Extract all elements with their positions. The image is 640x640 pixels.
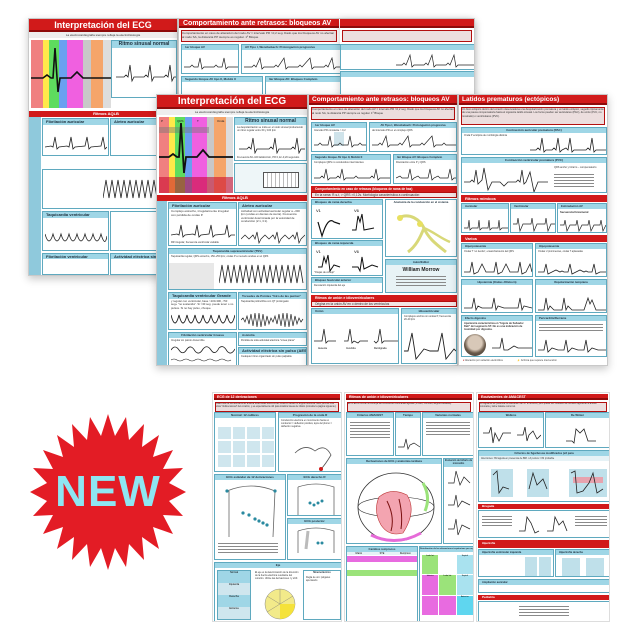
poster-back-right-ectopic xyxy=(340,18,475,98)
panel-ritmo-sinusal: Ritmo sinusal normal xyxy=(111,40,177,98)
panel-hipotermia: Hipotermia (Ondas J/Osborn) xyxy=(461,279,533,313)
wave-color-diagram: P QRS T Onda xyxy=(159,117,233,193)
panel-pediatria xyxy=(478,601,609,621)
panel-tv-grande: Taquicardia ventricular xyxy=(42,211,109,251)
panel-fib-auricular: Fibrilación auricular Complejo estrecho,… xyxy=(168,202,237,246)
poster-front-latidos: Latidos prematuros (ectópicos) Un foco e… xyxy=(458,94,608,366)
poster-bottom-equivalentes: Equivalentes de AMACEST Lo siguiente se … xyxy=(476,392,610,622)
grid-measurement xyxy=(234,163,307,193)
panel-pericarditis: Pericarditis/Derrame xyxy=(535,315,607,357)
panel-mimic-av: Estimulación AV Secuencial bicameral xyxy=(557,203,607,233)
poster-bottom-infarto: Ritmos de unión e idioventriculares En e… xyxy=(344,392,474,622)
panel-ritmo-sinusal: Ritmo sinusal normal La despolarización … xyxy=(234,117,307,161)
panel-hiperpotasemia: Hiperpotasemia Ondas T "en tienda", ensa… xyxy=(461,243,533,277)
panel-hvi: Hipertrofia ventricular izquierda xyxy=(478,549,554,577)
panel-nemotecnico: Mnemotécnico Regla de oro: pulgares apun… xyxy=(303,570,341,620)
panel-union: Unión Ausente Invertida Retrógrada xyxy=(311,308,399,364)
new-badge: NEW xyxy=(28,412,188,572)
poster-front-interpretacion: Interpretación del ECG La electrocardiog… xyxy=(156,94,308,366)
panel-idioventricular: Idioventricular Complejos anchos sin ond… xyxy=(401,308,457,364)
poster-intro: Comportamiento en caso de alteración del… xyxy=(181,30,337,42)
eje-table: Normal Izquierda Derecha Extrema xyxy=(217,570,251,620)
panel-derecho: ECG derecho R xyxy=(287,474,341,516)
hipertrofia-band: Hipertrofia xyxy=(478,540,609,548)
panel-digoxina: Efecto digoxina Apariencia característic… xyxy=(461,315,533,357)
panel-title: Ritmo sinusal normal xyxy=(112,41,176,48)
varios-band: Varios xyxy=(461,235,607,242)
panel-aleteo: Aleteo auricular Actividad con actividad… xyxy=(238,202,307,246)
panel-torsades: Torsades de Pointes "Giro de las puntas"… xyxy=(238,292,307,330)
new-label: NEW xyxy=(55,467,161,516)
panel-progresion: Progresión de la onda R Conducción eléct… xyxy=(278,412,341,472)
panel-anatomia-cardiaca: Derivaciones de ECG y anatomía cardíaca xyxy=(346,458,442,544)
poster-subtitle: La electrocardiografía siempre refleja l… xyxy=(157,109,307,115)
union-band: Ritmos de unión e idioventriculares xyxy=(311,295,457,301)
panel-aesp: Actividad eléctrica sin pulso (AESP) Cua… xyxy=(238,347,307,365)
panel-brugada xyxy=(478,510,609,538)
panel-evolucion: Evolución del infarto de miocardio xyxy=(443,458,473,544)
panel-pac: Contracción auricular prematura (PAC) On… xyxy=(461,127,607,155)
poster-title: Latidos prematuros (ectópicos) xyxy=(459,95,607,105)
panel-autor: Autor/Editor William Morrow xyxy=(385,259,457,293)
panel-asistolia: Asistolia Pérdida de toda actividad eléc… xyxy=(238,332,307,346)
panel-mimic-ventricular: Ventricular xyxy=(510,203,556,233)
poster-intro: Un foco ectópico dentro del corazón dese… xyxy=(461,107,605,125)
poster-intro: Comportamiento en caso de alteración del… xyxy=(311,107,455,120)
poster-title: Interpretación del ECG xyxy=(29,19,177,32)
panel-fib-ventricular: Fibrilación ventricular xyxy=(42,253,109,275)
starburst-icon xyxy=(30,414,186,570)
panel-hemibloqueo: Bloqueo fascicular anterior Desviación i… xyxy=(311,277,383,293)
poster-title: Comportamiento ante retrasos: bloqueos A… xyxy=(309,95,457,105)
panel-bloqueo-1: 1er bloque AV Intervalo PR constante > 0… xyxy=(311,122,367,152)
ritmos-band: Ritmos AQLB xyxy=(157,195,307,201)
panel-colocacion: ECG estándar de 12 derivaciones xyxy=(214,474,286,560)
wave-color-diagram xyxy=(31,40,111,108)
brugada-band: Brugada xyxy=(478,504,609,509)
panel-hipopotasemia: Hipopotasemia Ondas U prominentes, ondas… xyxy=(535,243,607,277)
poster-title: Interpretación del ECG xyxy=(157,95,307,109)
panel-brd: Bloqueo de rama derecha V1 V6 xyxy=(311,199,383,239)
pediatria-band: Pediatría xyxy=(478,595,609,600)
panel-wenckebach: AV Tipo I, Wenckebach: Prolongación prog… xyxy=(369,122,457,152)
panel-wellens: Wellens xyxy=(478,412,544,448)
panel-tsv: Taquicardia supraventricular (TSV) Taqui… xyxy=(168,248,307,290)
axis-wheel xyxy=(264,588,296,620)
panel-de-winter: De Winter xyxy=(545,412,609,448)
panel-eje: Eje Normal Izquierda Derecha Extrema El … xyxy=(214,562,341,621)
panel-mobitz-2: Segundo bloque AV tipo II, Mobitz II Com… xyxy=(311,154,391,184)
panel-title: Ritmo sinusal normal xyxy=(235,118,306,125)
panel-hvd: Hipertrofia derecha xyxy=(555,549,609,577)
rama-subtitle: En la rama: R-s-t, > QRS >0,12s. Morfolo… xyxy=(311,192,457,198)
poster-front-bloqueos: Comportamiento ante retrasos: bloqueos A… xyxy=(308,94,458,366)
panel-bloqueo-3: 3er Bloque AV: Bloqueo Completo Disociac… xyxy=(393,154,457,184)
poster-bottom-12-derivaciones: ECG de 12 derivaciones Cada una de las d… xyxy=(212,392,342,622)
panel-tv-grande: Taquicardia ventricular Grande y regular… xyxy=(168,292,237,330)
panel-mimic-auricular: Auricular xyxy=(461,203,509,233)
poster-back-left: Interpretación del ECG La electrocardiog… xyxy=(28,18,178,276)
panel-cambios-reciprocos: Cambios recíprocos Infarto STE Recíproco xyxy=(346,546,418,621)
panel-bri: Bloqueo de rama izquierda V1 V6 "Orejas … xyxy=(311,240,383,276)
panel-repolarizacion: Repolarización temprana xyxy=(535,279,607,313)
panel-fib-auricular: Fibrilación auricular xyxy=(42,118,109,156)
panel-territorios: Distribución de las alteraciones isquémi… xyxy=(419,546,473,621)
poster-title: Comportamiento ante retrasos: bloqueos A… xyxy=(179,19,339,28)
panel-anatomia: Anatomía de la conducción en el sistema xyxy=(385,199,457,257)
panel-ampliacion-auricular: Ampliación auricular xyxy=(478,579,609,593)
union-subtitle: Origina en la unión AV en o dentro de lo… xyxy=(311,301,457,307)
rama-band: Comportamiento en caso de retrasos (bloq… xyxy=(311,186,457,192)
mimic-band: Ritmos mímicos xyxy=(461,195,607,202)
legend: ♥ Alteración por variación electrolítica… xyxy=(463,359,557,362)
dali-portrait xyxy=(464,334,486,356)
panel-fib-ventricular: Fibrilación ventricular Gruesa Irregular… xyxy=(168,332,237,365)
ritmos-band: Ritmos AQLB xyxy=(29,111,177,117)
panel-posterior: ECG posterior xyxy=(287,518,341,560)
panel-normal-12: Normal: 12 calibres xyxy=(214,412,276,472)
panel-pvc: Contracción ventricular prematura (PVC) … xyxy=(461,157,607,193)
panel-sgarbossa: Criterios de Sgarbossa modificados (≥3 p… xyxy=(478,450,609,502)
poster-subtitle: La electrocardiografía siempre refleja l… xyxy=(29,32,177,38)
